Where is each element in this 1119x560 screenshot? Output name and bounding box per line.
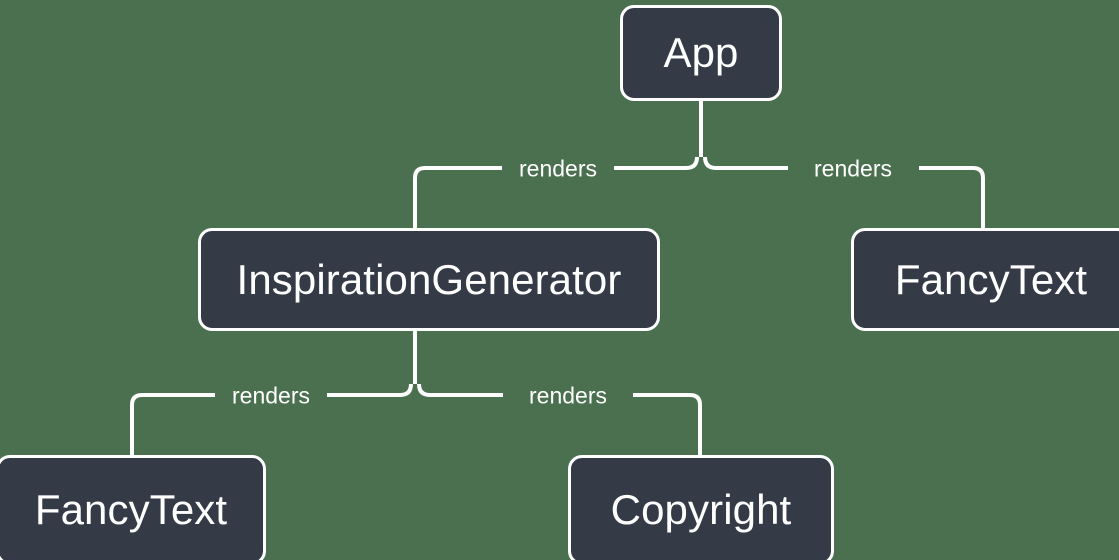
edge-inspgen-to-copyright-line <box>417 383 503 397</box>
edge-label-app-inspirationgenerator: renders <box>519 155 597 182</box>
edge-label-inspirationgenerator-copyright: renders <box>529 382 607 409</box>
edge-inspgen-to-fancytext-line-2 <box>130 393 215 455</box>
node-fancytext-bottom[interactable]: FancyText <box>0 455 266 560</box>
edge-app-to-inspgen-line-2 <box>413 166 502 228</box>
node-app[interactable]: App <box>620 5 782 101</box>
edge-inspgen-to-fancytext-line <box>327 383 413 397</box>
edge-app-to-fancytext-line <box>703 156 788 170</box>
node-copyright[interactable]: Copyright <box>568 455 834 560</box>
edge-inspgen-to-copyright-line-2 <box>633 393 702 455</box>
edge-label-inspirationgenerator-fancytext: renders <box>232 382 310 409</box>
node-fancytext-right[interactable]: FancyText <box>851 228 1119 331</box>
edge-label-app-fancytext: renders <box>814 155 892 182</box>
edge-app-to-inspgen-line <box>614 156 699 170</box>
node-inspiration-generator[interactable]: InspirationGenerator <box>198 228 660 331</box>
edge-app-to-fancytext-line-2 <box>919 166 985 228</box>
